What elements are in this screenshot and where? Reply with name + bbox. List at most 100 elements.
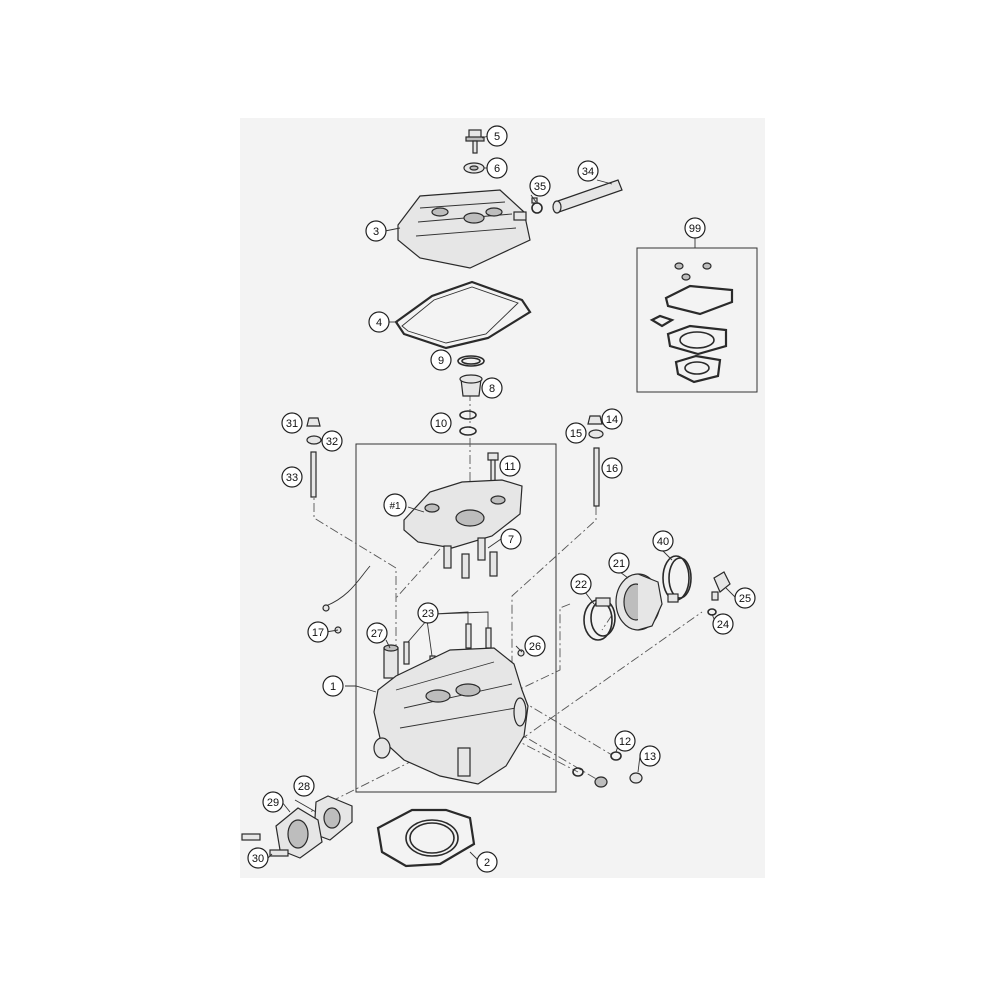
svg-text:27: 27 [371,628,383,640]
svg-text:6: 6 [494,163,500,175]
svg-text:9: 9 [438,355,444,367]
svg-text:15: 15 [570,428,582,440]
svg-text:14: 14 [606,414,618,426]
svg-text:17: 17 [312,627,324,639]
callout-23[interactable]: 23 [417,602,439,624]
callout-11[interactable]: 11 [499,455,521,477]
svg-text:34: 34 [582,166,594,178]
part-35-clamp [531,197,543,214]
callout-40[interactable]: 40 [652,530,674,552]
svg-text:29: 29 [267,797,279,809]
part-1-cylinder-head [373,647,529,785]
part-17-fitting [322,565,371,634]
svg-text:5: 5 [494,131,500,143]
callout-hash1[interactable]: #1 [383,493,407,517]
svg-text:11: 11 [504,461,515,473]
callout-26[interactable]: 26 [524,635,546,657]
svg-text:22: 22 [575,579,587,591]
part-27-plug-tube [383,644,399,679]
part-13-plug [629,772,643,784]
svg-text:31: 31 [286,418,298,430]
part-28-exhaust-gasket [313,795,353,841]
callout-21[interactable]: 21 [608,552,630,574]
part-21-intake-boot [615,573,663,631]
callout-16[interactable]: 16 [601,457,623,479]
callout-31[interactable]: 31 [281,412,303,434]
part-3-valve-cover [397,189,531,269]
callout-15[interactable]: 15 [565,422,587,444]
callout-28[interactable]: 28 [293,775,315,797]
svg-text:40: 40 [657,536,669,548]
part-22-hose-clamp [583,597,616,641]
callout-3[interactable]: 3 [365,220,387,242]
callout-27[interactable]: 27 [366,622,388,644]
svg-text:32: 32 [326,436,338,448]
callout-24[interactable]: 24 [712,613,734,635]
svg-text:8: 8 [489,383,495,395]
part-31-nut [306,417,321,427]
part-32-washer [306,435,322,445]
svg-text:12: 12 [619,736,631,748]
callout-5[interactable]: 5 [486,125,508,147]
callout-34[interactable]: 34 [577,160,599,182]
head-plug-lower [572,767,608,788]
svg-text:7: 7 [508,534,514,546]
part-11-bolt [487,452,499,487]
callout-1[interactable]: 1 [322,675,344,697]
callout-8[interactable]: 8 [481,377,503,399]
part-hash1-camshaft-holder [403,479,523,549]
part-6-washer [463,162,485,174]
part-8-sleeve [459,374,483,397]
callout-14[interactable]: 14 [601,408,623,430]
svg-text:#1: #1 [389,501,401,512]
part-34-hose [552,179,623,214]
callout-22[interactable]: 22 [570,573,592,595]
part-5-bolt [465,129,485,154]
callout-7[interactable]: 7 [500,528,522,550]
svg-text:30: 30 [252,853,264,865]
gasket-kit-frame [636,247,758,393]
svg-text:24: 24 [717,619,729,631]
callout-4[interactable]: 4 [368,311,390,333]
part-30-bolts [241,833,289,857]
part-2-head-gasket [376,808,476,868]
callout-32[interactable]: 32 [321,430,343,452]
svg-text:99: 99 [689,223,701,235]
svg-text:16: 16 [606,463,618,475]
svg-text:35: 35 [534,181,546,193]
callout-13[interactable]: 13 [639,745,661,767]
callout-25[interactable]: 25 [734,587,756,609]
part-99-gasket-kit [649,262,734,384]
callout-30[interactable]: 30 [247,847,269,869]
svg-text:26: 26 [529,641,541,653]
svg-text:1: 1 [330,681,336,693]
part-15-washer [588,429,604,439]
callout-29[interactable]: 29 [262,791,284,813]
callout-9[interactable]: 9 [430,349,452,371]
part-14-nut [587,415,603,425]
callout-33[interactable]: 33 [281,466,303,488]
svg-text:3: 3 [373,226,379,238]
callout-99[interactable]: 99 [684,217,706,239]
svg-text:13: 13 [644,751,656,763]
svg-text:33: 33 [286,472,298,484]
svg-text:2: 2 [484,857,490,869]
callout-2[interactable]: 2 [476,851,498,873]
callout-6[interactable]: 6 [486,157,508,179]
callout-12[interactable]: 12 [614,730,636,752]
cylinder-head-group-frame [355,443,557,793]
callout-17[interactable]: 17 [307,621,329,643]
part-10-o-rings [459,410,477,436]
svg-text:21: 21 [613,558,625,570]
part-12-seal [610,751,622,761]
svg-text:10: 10 [435,418,447,430]
part-16-stud [593,447,600,507]
callout-35[interactable]: 35 [529,175,551,197]
part-4-cover-gasket [394,280,532,350]
callout-10[interactable]: 10 [430,412,452,434]
svg-text:4: 4 [376,317,382,329]
part-9-seal-ring [457,355,485,367]
part-40-clamp [662,555,692,603]
